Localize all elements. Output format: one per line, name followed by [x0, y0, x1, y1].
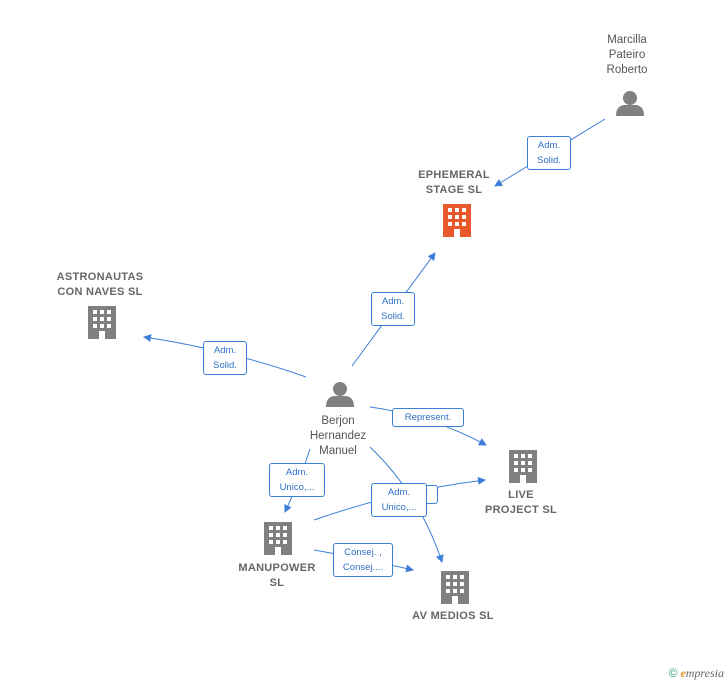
node-label-berjon[interactable]: Berjon Hernandez Manuel	[309, 415, 367, 457]
building-icon	[443, 204, 471, 237]
node-label-live[interactable]: LIVE PROJECT SL	[484, 489, 558, 516]
edge-label-berjon-avmedios: Adm. Unico,...	[371, 483, 427, 517]
node-label-avmedios[interactable]: AV MEDIOS SL	[412, 610, 494, 622]
building-icon	[509, 450, 537, 483]
edge-label-berjon-astronautas: Adm. Solid.	[203, 341, 247, 375]
edge-label-marcilla-ephemeral: Adm. Solid.	[527, 136, 571, 170]
brand-logo-text: mpresia	[685, 666, 724, 680]
node-label-manupower[interactable]: MANUPOWER SL	[238, 562, 316, 589]
node-label-astronautas[interactable]: ASTRONAUTAS CON NAVES SL	[56, 271, 144, 298]
edge-label-berjon-manupower: Adm. Unico,...	[269, 463, 325, 497]
building-icon	[441, 571, 469, 604]
person-icon	[326, 382, 354, 407]
copyright-icon: ©	[668, 666, 678, 680]
edge-label-manupower-avmedios: Consej. , Consej....	[333, 543, 393, 577]
edge-label-berjon-ephemeral: Adm. Solid.	[371, 292, 415, 326]
building-icon	[88, 306, 116, 339]
brand-footer: © empresia	[669, 666, 724, 681]
node-label-ephemeral[interactable]: EPHEMERAL STAGE SL	[418, 169, 490, 196]
person-icon	[616, 91, 644, 116]
edge-label-berjon-live: Represent.	[392, 408, 464, 427]
brand-logo-initial: e	[680, 666, 686, 680]
node-label-marcilla[interactable]: Marcilla Pateiro Roberto	[606, 34, 648, 76]
building-icon	[264, 522, 292, 555]
